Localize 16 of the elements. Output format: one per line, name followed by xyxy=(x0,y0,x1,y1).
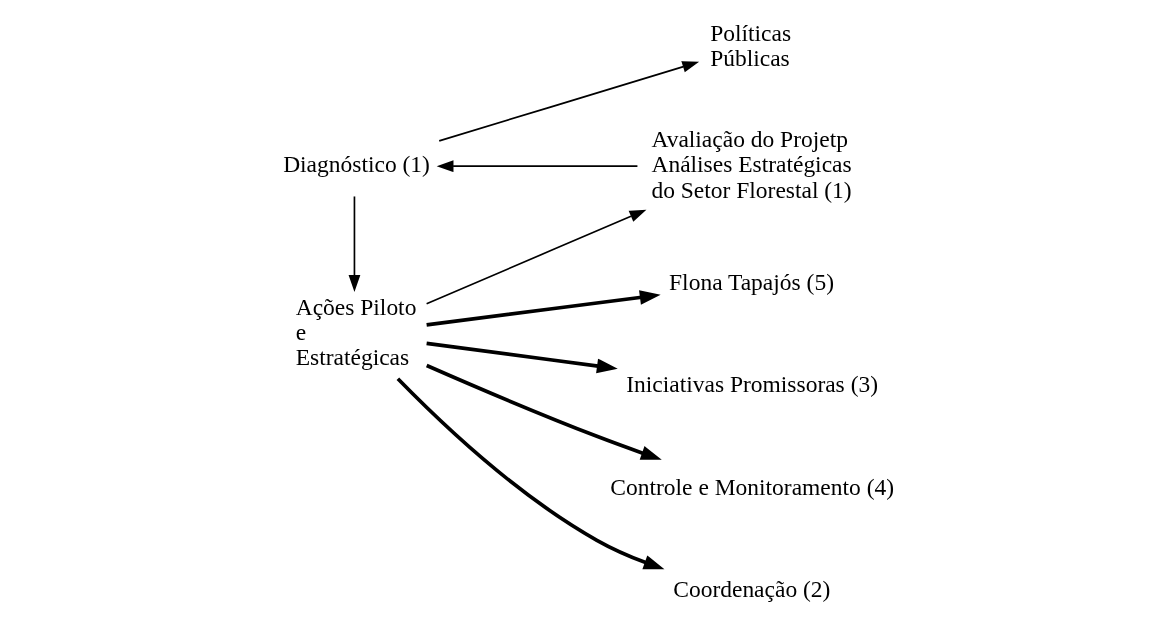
node-text: Flona Tapajós (5) xyxy=(668,268,834,295)
node-text: Diagnóstico (1) xyxy=(282,151,430,178)
arrow xyxy=(396,377,664,570)
arrow xyxy=(348,195,360,292)
node-text: Avaliação do Projetp Análises Estratégicas do Setor Florestal (1) xyxy=(650,126,852,203)
node-text: Iniciativas Promissoras (3) xyxy=(625,371,878,398)
arrow xyxy=(437,61,699,142)
node-text: Coordenação (2) xyxy=(672,575,830,602)
arrow xyxy=(425,290,661,327)
arrow xyxy=(425,209,646,305)
arrow xyxy=(436,160,638,173)
arrow xyxy=(425,363,662,460)
node-text: Ações Piloto e Estratégicas xyxy=(295,293,416,371)
node-text: Controle e Monitoramento (4) xyxy=(609,473,894,500)
node-text: Políticas Públicas xyxy=(709,19,791,71)
arrow xyxy=(425,341,618,374)
